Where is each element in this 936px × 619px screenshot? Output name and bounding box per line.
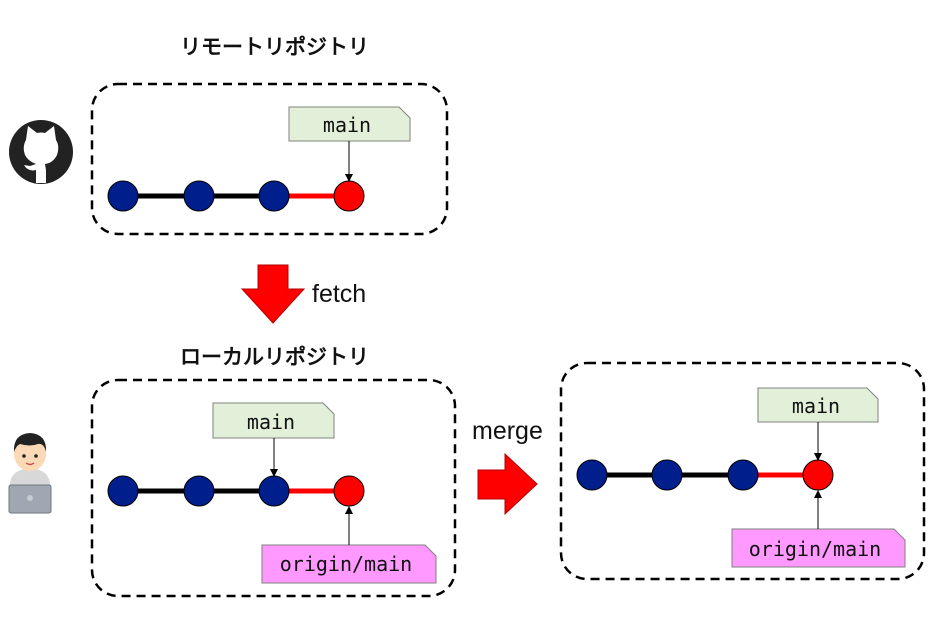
merge-arrow-icon (477, 452, 538, 516)
remote-repo-box (90, 82, 449, 236)
merged-main-tag (757, 387, 879, 423)
merged-repo-box (559, 361, 926, 581)
developer-at-laptop-icon (8, 433, 52, 514)
remote-main-tag (288, 106, 411, 142)
local-repo-box (90, 378, 457, 598)
github-icon (9, 120, 73, 184)
local-origin-main-tag (261, 544, 437, 584)
merge-label: merge (472, 417, 543, 445)
merged-commit-2 (651, 459, 683, 491)
local-commit-3 (258, 475, 290, 507)
remote-commit-2 (183, 180, 215, 212)
merged-origin-main-label: origin/main (749, 537, 881, 561)
remote-commit-1 (107, 180, 139, 212)
local-commit-1 (107, 475, 139, 507)
merged-commit-1 (576, 459, 608, 491)
local-main-tag (212, 402, 335, 439)
merged-main-label: main (792, 394, 840, 418)
local-origin-main-label: origin/main (280, 552, 412, 576)
remote-repo-title: リモートリポジトリ (180, 35, 369, 59)
merged-commit-new (802, 459, 834, 491)
local-commit-2 (183, 475, 215, 507)
local-repo-title: ローカルリポジトリ (180, 345, 369, 369)
remote-commit-3 (258, 180, 290, 212)
merged-commit-3 (727, 459, 759, 491)
local-commit-new (333, 475, 365, 507)
merged-origin-main-tag (731, 528, 906, 568)
fetch-label: fetch (312, 280, 367, 308)
local-main-label: main (247, 410, 295, 434)
remote-commit-new (333, 180, 365, 212)
fetch-arrow-icon (240, 264, 306, 324)
remote-main-label: main (323, 113, 371, 137)
